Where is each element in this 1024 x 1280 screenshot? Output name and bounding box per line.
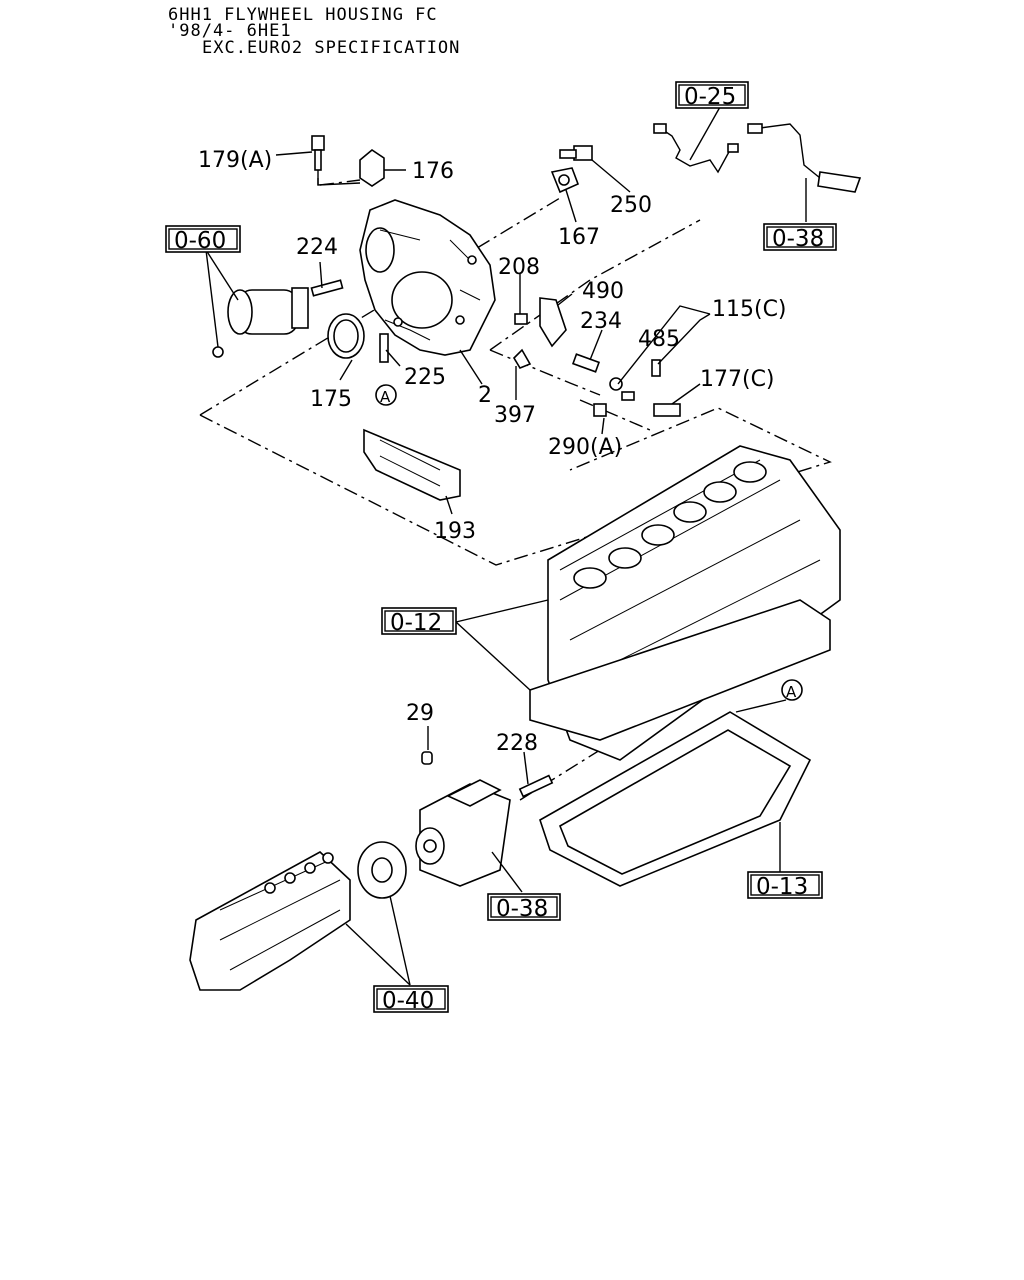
callout-193[interactable]: 193 [434,519,476,544]
part-callouts: 179(A) 176 250 167 224 208 490 115(C) 23… [198,148,797,756]
pipe-0-25-part [653,123,739,174]
ref-0-38-label: 0-38 [496,896,548,922]
callout-225[interactable]: 225 [404,365,446,390]
ref-0-60-label: 0-60 [174,228,226,254]
ref-0-38-top[interactable]: 0-38 [763,223,837,252]
oil-pan-part [539,711,812,887]
callout-397[interactable]: 397 [494,403,536,428]
stud-228-part [518,774,554,798]
seal-175-part [327,313,365,359]
header-line-2: '98/4- 6HE1 [168,21,292,41]
callout-167[interactable]: 167 [558,225,600,250]
air-compressor-part [415,779,511,887]
callout-485[interactable]: 485 [638,327,680,352]
callout-175[interactable]: 175 [310,387,352,412]
callout-490[interactable]: 490 [582,279,624,304]
cover-193-part [363,428,461,501]
mark-a-circle-top [375,384,397,406]
ref-0-25-label: 0-25 [684,84,736,110]
mark-a-top: A [380,388,391,406]
ref-0-25[interactable]: 0-25 [675,81,749,110]
callout-224[interactable]: 224 [296,235,338,260]
ref-0-60[interactable]: 0-60 [165,225,241,254]
small-parts [512,297,681,417]
ref-0-38-top-label: 0-38 [772,226,824,252]
stud-224-part [310,279,344,297]
key-29-part [421,751,433,765]
ref-0-13[interactable]: 0-13 [747,871,823,900]
callout-208[interactable]: 208 [498,255,540,280]
starter-motor-part [212,287,309,358]
header-line-3: EXC.EURO2 SPECIFICATION [202,38,461,58]
bolt-179a-part [311,135,325,185]
ref-0-13-label: 0-13 [756,874,808,900]
header-line-1: 6HH1 FLYWHEEL HOUSING FC [168,5,438,25]
callout-115c[interactable]: 115(C) [712,297,787,322]
flywheel-housing-part [359,199,496,356]
callout-176[interactable]: 176 [412,159,454,184]
ref-0-12-label: 0-12 [390,610,442,636]
stud-225-part [379,333,389,363]
callout-250[interactable]: 250 [610,193,652,218]
ref-0-12[interactable]: 0-12 [381,607,457,636]
injection-pump-part [189,851,351,991]
pipe-0-38-part [747,123,862,193]
coupling-part [357,841,407,899]
bracket-176-part [359,149,385,187]
mark-a-bottom: A [786,683,797,701]
callout-2[interactable]: 2 [478,383,492,408]
callout-234[interactable]: 234 [580,309,622,334]
leader-lines [205,106,807,986]
gasket-167-part [550,167,580,194]
cylinder-block-part [529,445,841,761]
callout-179a[interactable]: 179(A) [198,148,272,173]
callout-228[interactable]: 228 [496,731,538,756]
ref-0-40-label: 0-40 [382,988,434,1014]
ref-0-38[interactable]: 0-38 [487,893,561,922]
callout-290a[interactable]: 290(A) [548,435,622,460]
mark-a-circle-bottom [781,679,803,701]
callout-177c[interactable]: 177(C) [700,367,775,392]
bolt-250-part [559,145,593,161]
ref-0-40[interactable]: 0-40 [373,985,449,1014]
callout-29[interactable]: 29 [406,701,434,726]
